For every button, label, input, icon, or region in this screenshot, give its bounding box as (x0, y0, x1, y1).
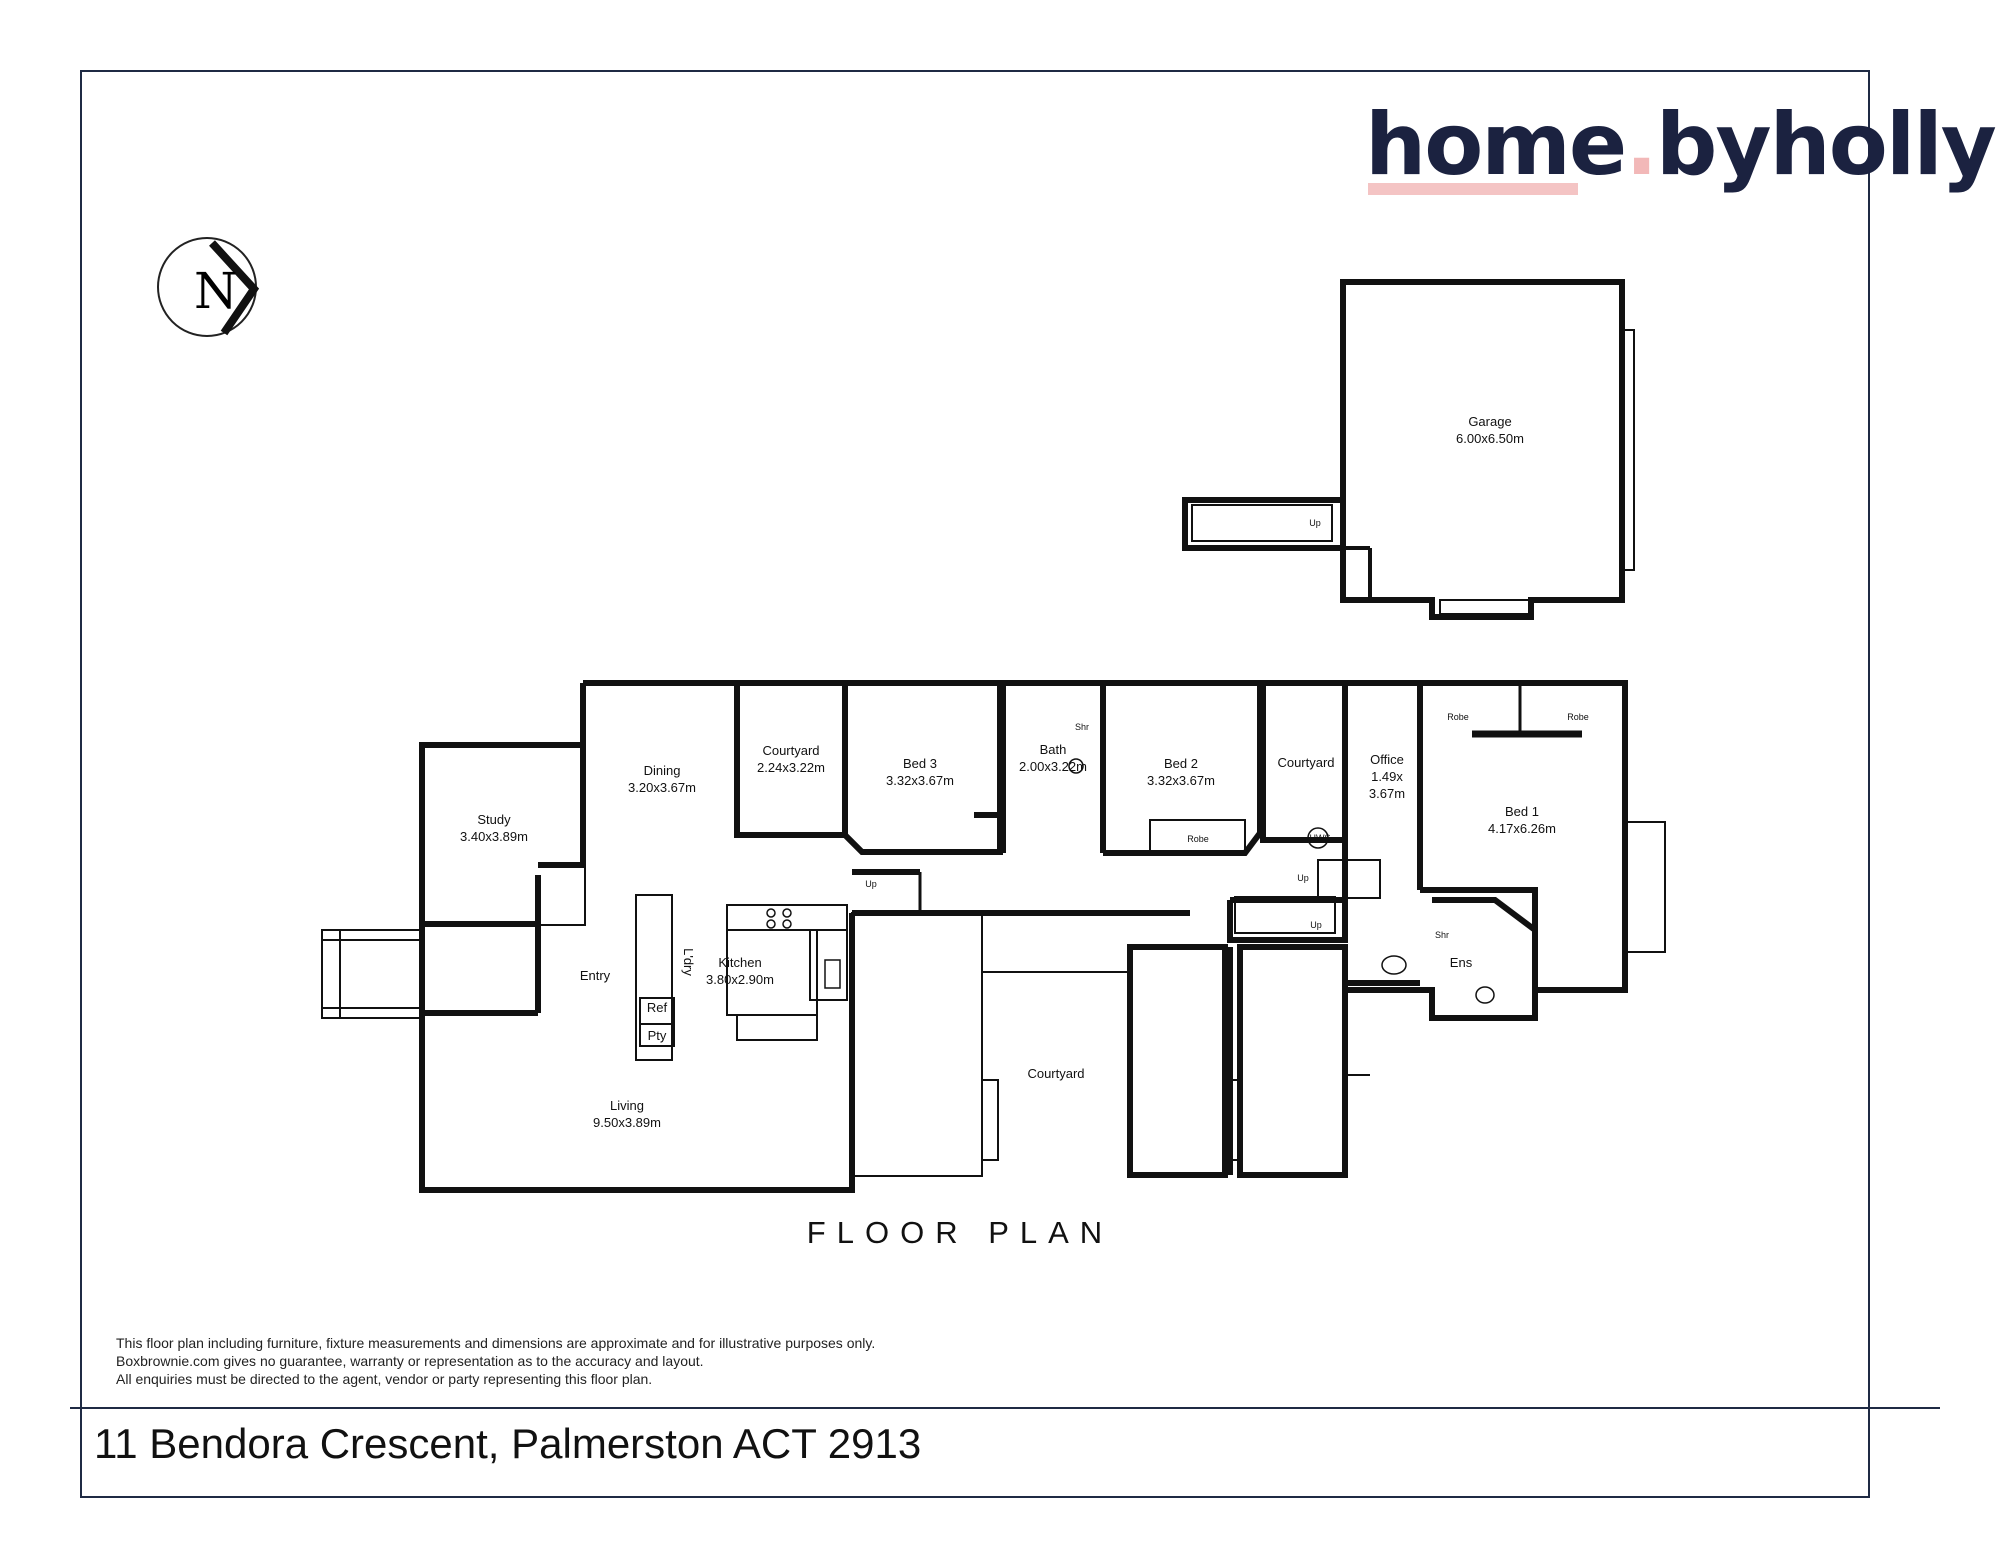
label-up-kitchen: Up (865, 879, 877, 889)
disclaimer-line-1: This floor plan including furniture, fix… (116, 1335, 876, 1351)
room-garage-name: Garage (1468, 414, 1512, 429)
room-bed2-name: Bed 2 (1164, 756, 1198, 771)
room-courtyard1-name: Courtyard (762, 743, 820, 758)
room-bath-dims: 2.00x3.22m (1019, 759, 1087, 774)
floor-plan-title: FLOOR PLAN (806, 1215, 1114, 1250)
room-bed1-name: Bed 1 (1505, 804, 1539, 819)
room-garage-dims: 6.00x6.50m (1456, 431, 1524, 446)
room-ldry-name: L'dry (681, 948, 696, 976)
label-up-hall: Up (1310, 920, 1322, 930)
room-living-dims: 9.50x3.89m (593, 1115, 661, 1130)
footer-divider (70, 1407, 1940, 1409)
disclaimer-line-2: Boxbrownie.com gives no guarantee, warra… (116, 1353, 704, 1369)
room-ens-name: Ens (1449, 955, 1473, 970)
room-kitchen-dims: 3.80x2.90m (706, 972, 774, 987)
label-up-office: Up (1297, 873, 1309, 883)
room-bed3-dims: 3.32x3.67m (886, 773, 954, 788)
property-address: 11 Bendora Crescent, Palmerston ACT 2913 (94, 1420, 922, 1467)
label-robe-bed1-a: Robe (1447, 712, 1469, 722)
brand-logo: home.byholly (1365, 95, 1997, 195)
room-office-name: Office (1370, 752, 1404, 767)
room-living-name: Living (610, 1098, 644, 1113)
room-office-dims2: 3.67m (1368, 786, 1406, 801)
label-hws: HWS (1309, 833, 1331, 843)
room-dining-dims: 3.20x3.67m (628, 780, 696, 795)
brand-underline (1368, 183, 1578, 195)
brand-dot: . (1625, 95, 1658, 195)
room-bed3-name: Bed 3 (903, 756, 937, 771)
room-ref-name: Ref (646, 1000, 668, 1015)
room-kitchen-name: Kitchen (718, 955, 762, 970)
room-courtyard3-name: Courtyard (1027, 1066, 1085, 1081)
room-study-dims: 3.40x3.89m (460, 829, 528, 844)
room-entry-name: Entry (579, 968, 611, 983)
disclaimer-line-3: All enquiries must be directed to the ag… (116, 1371, 653, 1387)
room-courtyard2-name: Courtyard (1277, 755, 1335, 770)
label-up-garage: Up (1309, 518, 1321, 528)
room-bed1-dims: 4.17x6.26m (1488, 821, 1556, 836)
brand-part2: byholly (1655, 95, 1997, 195)
room-courtyard1-dims: 2.24x3.22m (757, 760, 825, 775)
disclaimer: This floor plan including furniture, fix… (116, 1334, 875, 1388)
label-robe-bed1-b: Robe (1567, 712, 1589, 722)
label-shr-bath: Shr (1074, 722, 1090, 732)
room-bath-name: Bath (1039, 742, 1067, 757)
room-bed2-dims: 3.32x3.67m (1147, 773, 1215, 788)
label-shr-ens: Shr (1434, 930, 1450, 940)
brand-part1: home (1365, 95, 1627, 195)
page-frame (80, 70, 1870, 1498)
room-office-dims1: 1.49x (1371, 769, 1403, 784)
room-dining-name: Dining (643, 763, 681, 778)
compass-icon: N (157, 237, 260, 337)
label-robe-bed2: Robe (1187, 834, 1209, 844)
room-pty-name: Pty (647, 1028, 667, 1043)
compass-letter: N (194, 262, 238, 320)
room-study-name: Study (477, 812, 511, 827)
